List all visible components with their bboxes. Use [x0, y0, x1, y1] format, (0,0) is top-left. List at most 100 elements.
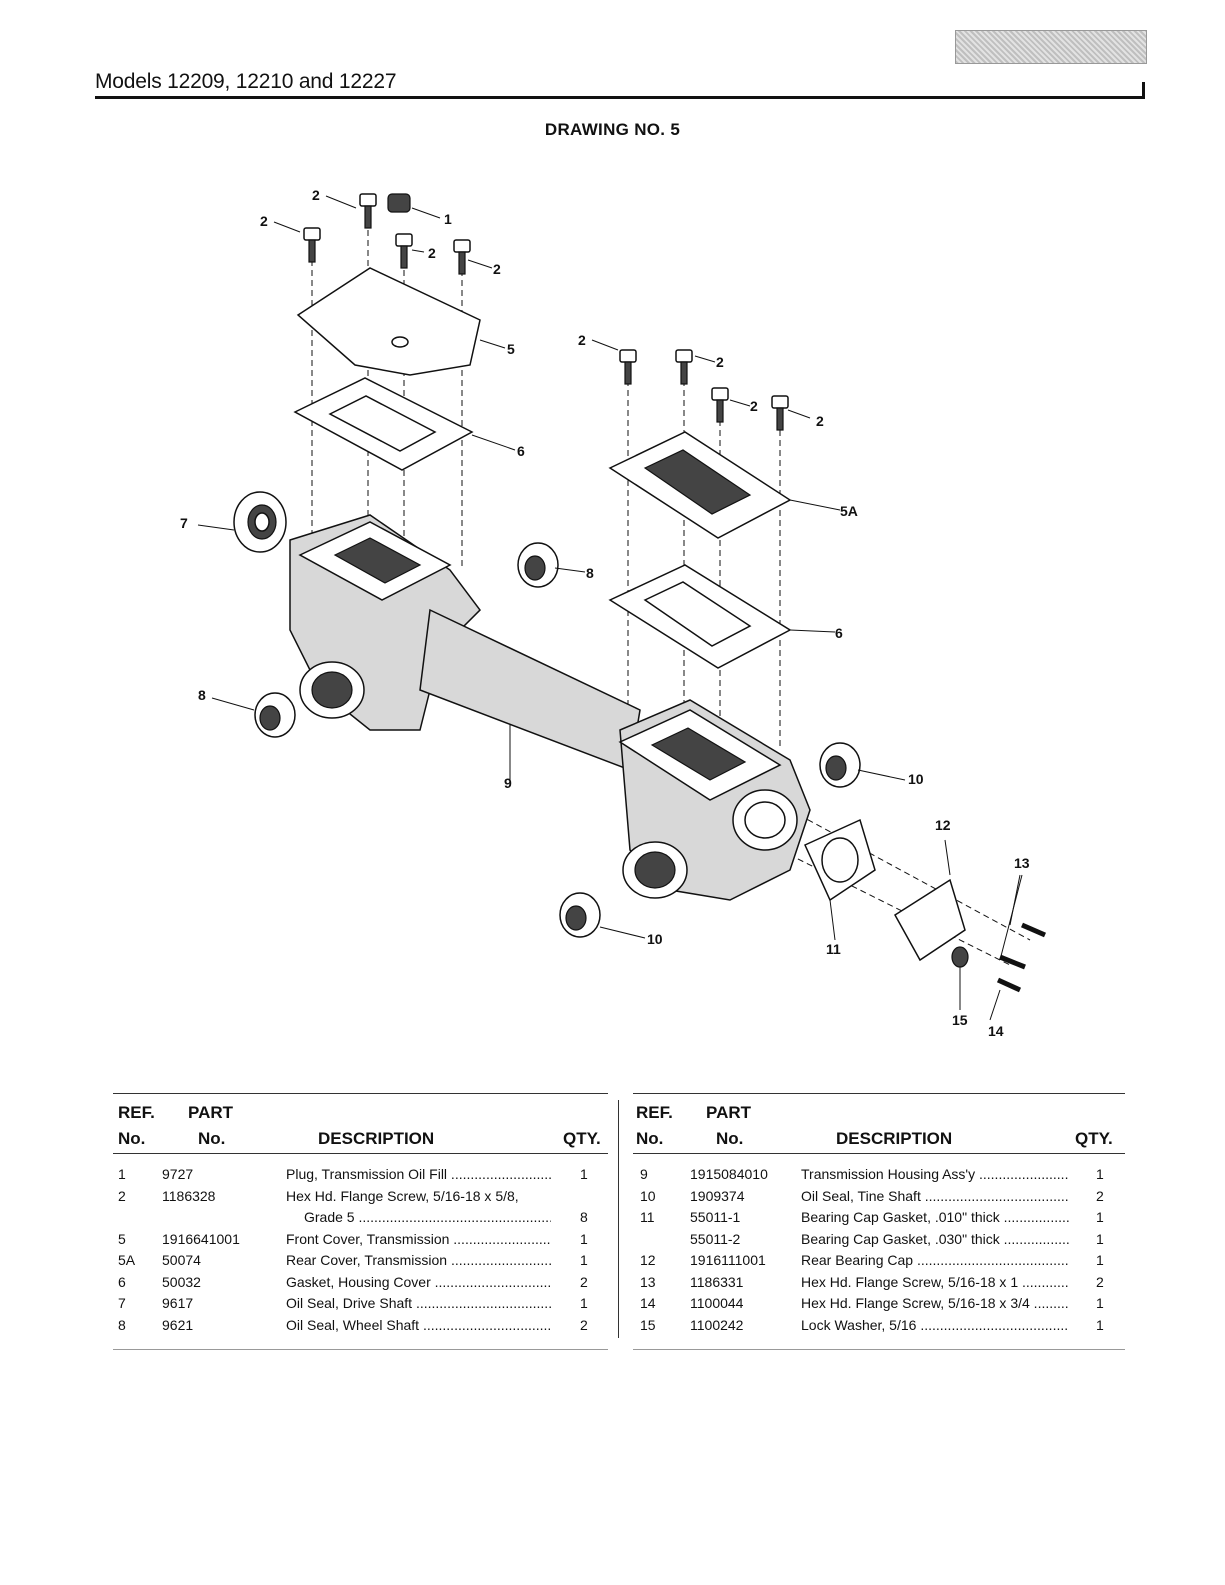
callout-2: 2 — [260, 213, 268, 229]
oil-seal-8-lower — [254, 692, 296, 738]
table-row: Grade 5 8 — [113, 1209, 608, 1230]
ref-cell: 9 — [640, 1166, 648, 1182]
part-number-cell: 9617 — [162, 1295, 194, 1311]
description-cell: Oil Seal, Drive Shaft — [286, 1295, 551, 1311]
screw-group-rear — [619, 349, 789, 431]
col-part-bottom: No. — [716, 1129, 744, 1148]
description-cell: Bearing Cap Gasket, .010" thick — [801, 1209, 1069, 1225]
part-number-cell: 1186328 — [162, 1187, 216, 1204]
header-tick — [1142, 82, 1145, 98]
description-cell: Oil Seal, Wheel Shaft — [286, 1317, 551, 1333]
front-cover — [296, 267, 481, 376]
ref-cell: 15 — [640, 1316, 656, 1333]
part-number-cell: 1186331 — [690, 1273, 744, 1290]
col-qty: QTY. — [563, 1129, 601, 1148]
oil-seal-8-upper — [517, 542, 559, 588]
part-number-cell: 1916111001 — [690, 1252, 766, 1268]
col-part-top: PART — [188, 1103, 234, 1122]
table-row: 6 50032 Gasket, Housing Cover 2 — [113, 1274, 608, 1295]
part-number-cell: 1100044 — [690, 1295, 744, 1311]
part-number-cell: 1916641001 — [162, 1230, 240, 1247]
screw-group-front — [303, 193, 471, 275]
oil-seal-10-upper — [819, 742, 861, 788]
description-cell: Gasket, Housing Cover — [286, 1274, 551, 1290]
ref-cell: 7 — [118, 1295, 126, 1311]
section-tab — [955, 30, 1147, 64]
description-cell: Oil Seal, Tine Shaft — [801, 1188, 1069, 1204]
ref-cell: 14 — [640, 1295, 656, 1311]
cap-screws — [951, 922, 1046, 993]
description-cell: Plug, Transmission Oil Fill — [286, 1166, 551, 1182]
ref-cell: 6 — [118, 1273, 126, 1290]
col-ref-bottom: No. — [118, 1129, 146, 1148]
callout-6: 6 — [517, 443, 525, 459]
callout-8: 8 — [198, 687, 206, 703]
qty-cell: 1 — [580, 1230, 588, 1247]
ref-cell: 12 — [640, 1252, 656, 1268]
part-number-cell: 55011-2 — [690, 1230, 741, 1247]
description-cell: Transmission Housing Ass'y — [801, 1166, 1069, 1182]
exploded-parts-diagram: 2 1 2 2 2 5 6 2 2 2 2 5A 7 8 6 8 9 10 12… — [180, 187, 1046, 1039]
ref-cell: 11 — [640, 1209, 655, 1225]
qty-cell: 1 — [580, 1252, 588, 1268]
callout-9: 9 — [504, 775, 512, 791]
qty-cell: 8 — [580, 1209, 588, 1225]
part-number-cell: 9727 — [162, 1166, 194, 1182]
callout-11: 11 — [826, 941, 841, 957]
drawing-title: DRAWING NO. 5 — [544, 120, 681, 139]
qty-cell: 2 — [580, 1316, 588, 1333]
oil-seal-7 — [233, 491, 287, 553]
table-row: 8 9621 Oil Seal, Wheel Shaft 2 — [113, 1317, 608, 1338]
callout-2: 2 — [578, 332, 586, 348]
callout-2: 2 — [428, 245, 436, 261]
description-cell: Rear Bearing Cap — [801, 1252, 1069, 1268]
ref-cell: 2 — [118, 1187, 126, 1204]
oil-seal-10-lower — [559, 892, 601, 938]
qty-cell: 2 — [1096, 1187, 1104, 1204]
qty-cell: 2 — [1096, 1273, 1104, 1290]
transmission-housing — [289, 514, 811, 901]
callout-2: 2 — [750, 398, 758, 414]
qty-cell: 2 — [580, 1273, 588, 1290]
ref-cell: 5 — [118, 1230, 126, 1247]
callout-12: 12 — [935, 817, 951, 833]
col-ref-bottom: No. — [636, 1129, 664, 1148]
col-description: DESCRIPTION — [318, 1129, 435, 1148]
callout-2: 2 — [816, 413, 824, 429]
header-rule — [95, 96, 1145, 99]
callout-7: 7 — [180, 515, 188, 531]
table-row: 11 55011-1 Bearing Cap Gasket, .010" thick… — [633, 1209, 1125, 1230]
callout-1: 1 — [444, 211, 452, 227]
qty-cell: 1 — [1096, 1166, 1104, 1182]
description-cell: Hex Hd. Flange Screw, 5/16-18 x 5/8, — [286, 1187, 519, 1204]
table-divider — [618, 1100, 619, 1338]
ref-cell: 5A — [118, 1252, 136, 1268]
callout-labels: 2 1 2 2 2 5 6 2 2 2 2 5A 7 8 6 8 9 10 12… — [180, 187, 1030, 1039]
callout-13: 13 — [1014, 855, 1030, 871]
part-number-cell: 1100242 — [690, 1316, 744, 1333]
col-part-bottom: No. — [198, 1129, 226, 1148]
part-number-cell: 1915084010 — [690, 1166, 768, 1182]
ref-cell: 8 — [118, 1316, 126, 1333]
callout-5: 5 — [507, 341, 515, 357]
col-part-top: PART — [706, 1103, 752, 1122]
qty-cell: 1 — [1096, 1209, 1104, 1225]
part-number-cell: 50032 — [162, 1273, 201, 1290]
description-cell: Grade 5 — [304, 1209, 551, 1225]
callout-2: 2 — [312, 187, 320, 203]
description-cell: Bearing Cap Gasket, .030" thick — [801, 1231, 1069, 1247]
table-row: 9 1915084010 Transmission Housing Ass'y 1 — [633, 1166, 1125, 1187]
part-number-cell: 9621 — [162, 1316, 194, 1333]
description-cell: Rear Cover, Transmission — [286, 1252, 551, 1268]
part-number-cell: 55011-1 — [690, 1209, 741, 1225]
